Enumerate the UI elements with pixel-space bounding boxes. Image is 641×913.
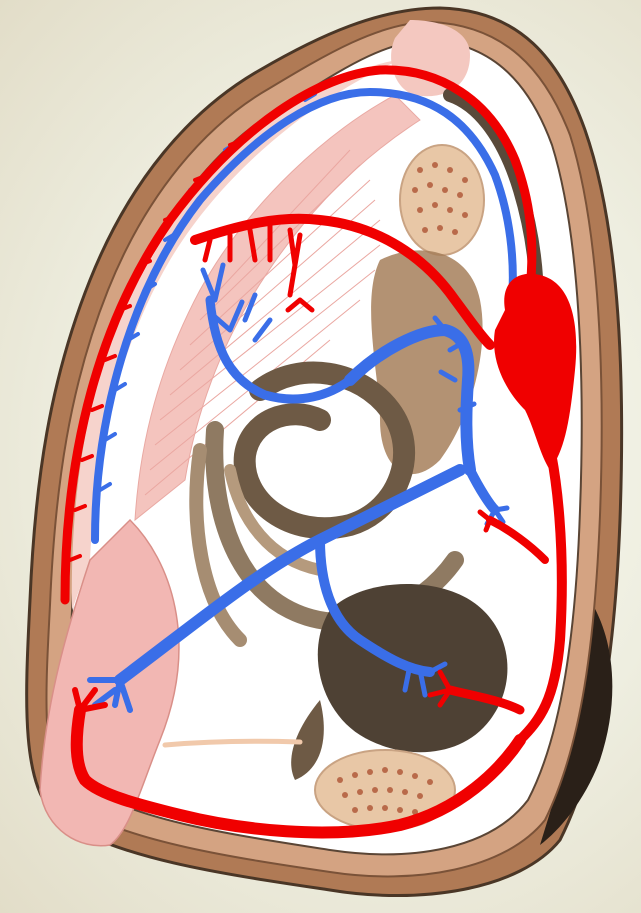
gonad-upper — [400, 145, 484, 255]
